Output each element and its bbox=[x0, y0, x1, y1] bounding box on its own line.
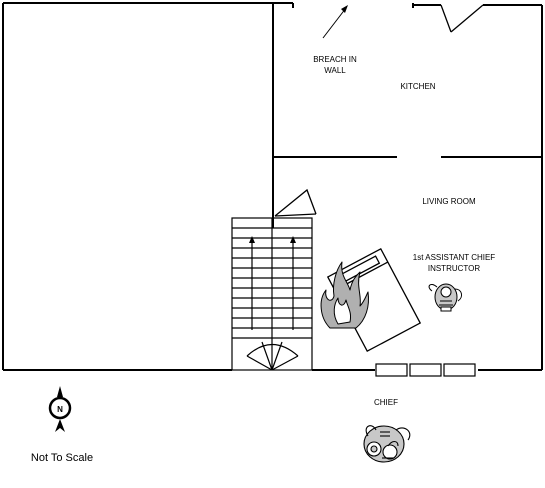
breach-arrow bbox=[322, 5, 348, 39]
assistant-chief-label-line1: 1st ASSISTANT CHIEF bbox=[413, 253, 496, 262]
firefighter-icon bbox=[363, 425, 411, 463]
stair-landing-fan bbox=[246, 341, 299, 371]
living-room-door-swing bbox=[274, 188, 317, 217]
stair-up-arrowheads bbox=[249, 236, 296, 243]
chief-label: CHIEF bbox=[374, 398, 398, 407]
compass-letter: N bbox=[57, 405, 63, 414]
kitchen-door-swing bbox=[440, 4, 484, 33]
north-arrow-icon: N bbox=[48, 386, 72, 432]
scale-note: Not To Scale bbox=[31, 452, 93, 464]
living-room-label: LIVING ROOM bbox=[422, 197, 476, 206]
firefighter-icon bbox=[428, 283, 463, 312]
breach-label-line1: BREACH IN bbox=[313, 55, 357, 64]
walls bbox=[2, 2, 543, 371]
window-segments bbox=[375, 363, 476, 377]
breach-label-line2: WALL bbox=[324, 66, 346, 75]
assistant-chief-label-line2: INSTRUCTOR bbox=[428, 264, 481, 273]
fire-icon bbox=[320, 261, 369, 329]
staircase bbox=[231, 217, 313, 371]
kitchen-label: KITCHEN bbox=[400, 82, 435, 91]
